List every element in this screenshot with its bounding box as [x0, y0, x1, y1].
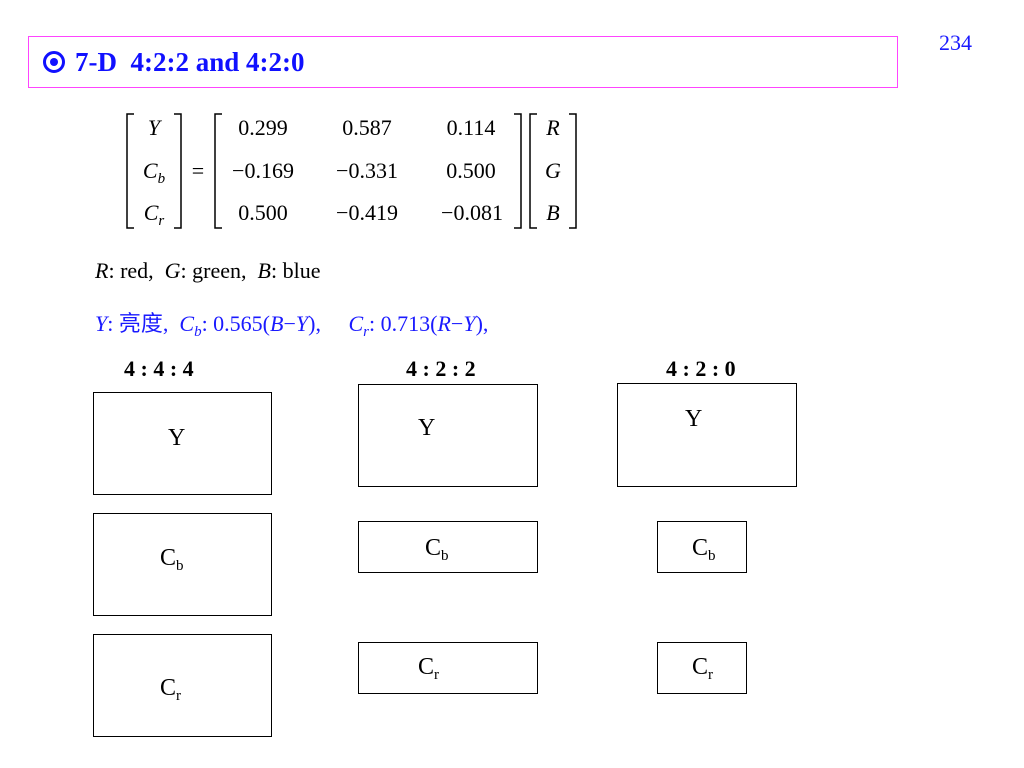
block-422-y-label: Y — [418, 415, 436, 441]
lhs-cb: Cb — [134, 158, 174, 188]
matrix-brackets — [126, 113, 577, 229]
block-422-y: Y — [358, 384, 538, 487]
rgb-legend: R: red, G: green, B: blue — [95, 258, 320, 284]
page-number: 234 — [939, 30, 972, 55]
title-number: 7-D — [75, 47, 117, 77]
ycbcr-definition: Y: 亮度, Cb: 0.565(B−Y), Cr: 0.713(R−Y), — [95, 306, 488, 341]
coef-r0-c0: 0.299 — [238, 115, 288, 140]
block-420-y-label: Y — [685, 406, 703, 432]
lhs-y: Y — [147, 115, 161, 140]
coef-r1-c0: −0.169 — [232, 158, 294, 183]
rhs-g: G — [545, 158, 561, 183]
def-cb-y: Y — [295, 311, 309, 336]
block-444-cb: Cb — [93, 513, 272, 616]
lhs-cr: Cr — [134, 200, 174, 230]
page-title: 7-D 4:2:2 and 4:2:0 — [43, 47, 305, 78]
def-cb-symbol: C — [179, 311, 195, 336]
def-cb-b: B — [270, 311, 284, 336]
coef-r0-c2: 0.114 — [446, 115, 496, 140]
equals-sign: = — [191, 158, 205, 183]
block-444-cb-symbol: C — [160, 545, 177, 571]
block-444-cb-sub: b — [176, 558, 184, 574]
coef-r2-c1: −0.419 — [336, 200, 398, 225]
block-420-cr: Cr — [657, 642, 747, 694]
block-420-cr-symbol: C — [692, 654, 709, 680]
block-422-cb-label: Cb — [425, 535, 449, 565]
def-cb-sub: b — [194, 324, 202, 340]
block-444-cr-label: Cr — [160, 675, 181, 705]
block-444-y-label: Y — [168, 425, 186, 451]
block-444-cr-symbol: C — [160, 675, 177, 701]
block-420-cb: Cb — [657, 521, 747, 573]
block-422-cb-sub: b — [441, 548, 449, 564]
legend-b-text: : blue — [270, 258, 321, 283]
block-444-y: Y — [93, 392, 272, 495]
bullseye-icon — [43, 51, 65, 73]
def-y-text: : 亮度, — [107, 311, 169, 336]
format-422-heading: 4 : 2 : 2 — [406, 356, 476, 381]
lhs-cr-symbol: C — [143, 200, 159, 225]
def-cr-sub: r — [363, 324, 369, 340]
rhs-b: B — [546, 200, 560, 225]
coef-r2-c0: 0.500 — [238, 200, 288, 225]
block-422-cr-label: Cr — [418, 654, 439, 684]
title-box: 7-D 4:2:2 and 4:2:0 — [28, 36, 898, 88]
lhs-cr-sub: r — [158, 213, 165, 229]
block-420-y: Y — [617, 383, 797, 487]
block-422-cr-sub: r — [434, 667, 440, 683]
legend-g-symbol: G — [164, 258, 181, 283]
block-444-cr-sub: r — [176, 688, 182, 704]
block-420-cb-sub: b — [708, 548, 716, 564]
coef-r2-c2: −0.081 — [441, 200, 503, 225]
rhs-r: R — [546, 115, 560, 140]
block-422-cb-symbol: C — [425, 535, 442, 561]
block-422-cr-symbol: C — [418, 654, 435, 680]
title-text: 4:2:2 and 4:2:0 — [130, 47, 305, 77]
block-422-cb: Cb — [358, 521, 538, 573]
block-420-cr-sub: r — [708, 667, 714, 683]
legend-b-symbol: B — [257, 258, 271, 283]
def-cr-symbol: C — [348, 311, 364, 336]
def-y-symbol: Y — [95, 311, 108, 336]
block-420-cb-label: Cb — [692, 535, 716, 565]
legend-r-text: : red, — [108, 258, 165, 283]
def-cr-r: R — [437, 311, 451, 336]
block-444-cb-label: Cb — [160, 545, 184, 575]
def-cb-text: : 0.565( — [201, 311, 271, 336]
def-cr-text: : 0.713( — [369, 311, 438, 336]
format-420-heading: 4 : 2 : 0 — [666, 356, 736, 381]
block-444-cr: Cr — [93, 634, 272, 737]
coef-r1-c1: −0.331 — [336, 158, 398, 183]
lhs-cb-sub: b — [157, 171, 166, 187]
lhs-cb-symbol: C — [142, 158, 158, 183]
legend-g-text: : green, — [180, 258, 258, 283]
coef-r1-c2: 0.500 — [446, 158, 496, 183]
color-conversion-matrix: Y Cb Cr = 0.299 0.587 0.114 −0.169 −0.33… — [0, 0, 1024, 240]
def-cb-minus: − — [283, 311, 296, 336]
format-444-heading: 4 : 4 : 4 — [124, 356, 194, 381]
def-cb-close: ), — [308, 311, 321, 336]
coef-r0-c1: 0.587 — [342, 115, 392, 140]
block-420-cb-symbol: C — [692, 535, 709, 561]
block-420-cr-label: Cr — [692, 654, 713, 684]
def-cr-close: ), — [475, 311, 489, 336]
block-422-cr: Cr — [358, 642, 538, 694]
def-cr-minus: − — [450, 311, 464, 336]
legend-r-symbol: R — [95, 258, 109, 283]
def-cr-y: Y — [463, 311, 476, 336]
